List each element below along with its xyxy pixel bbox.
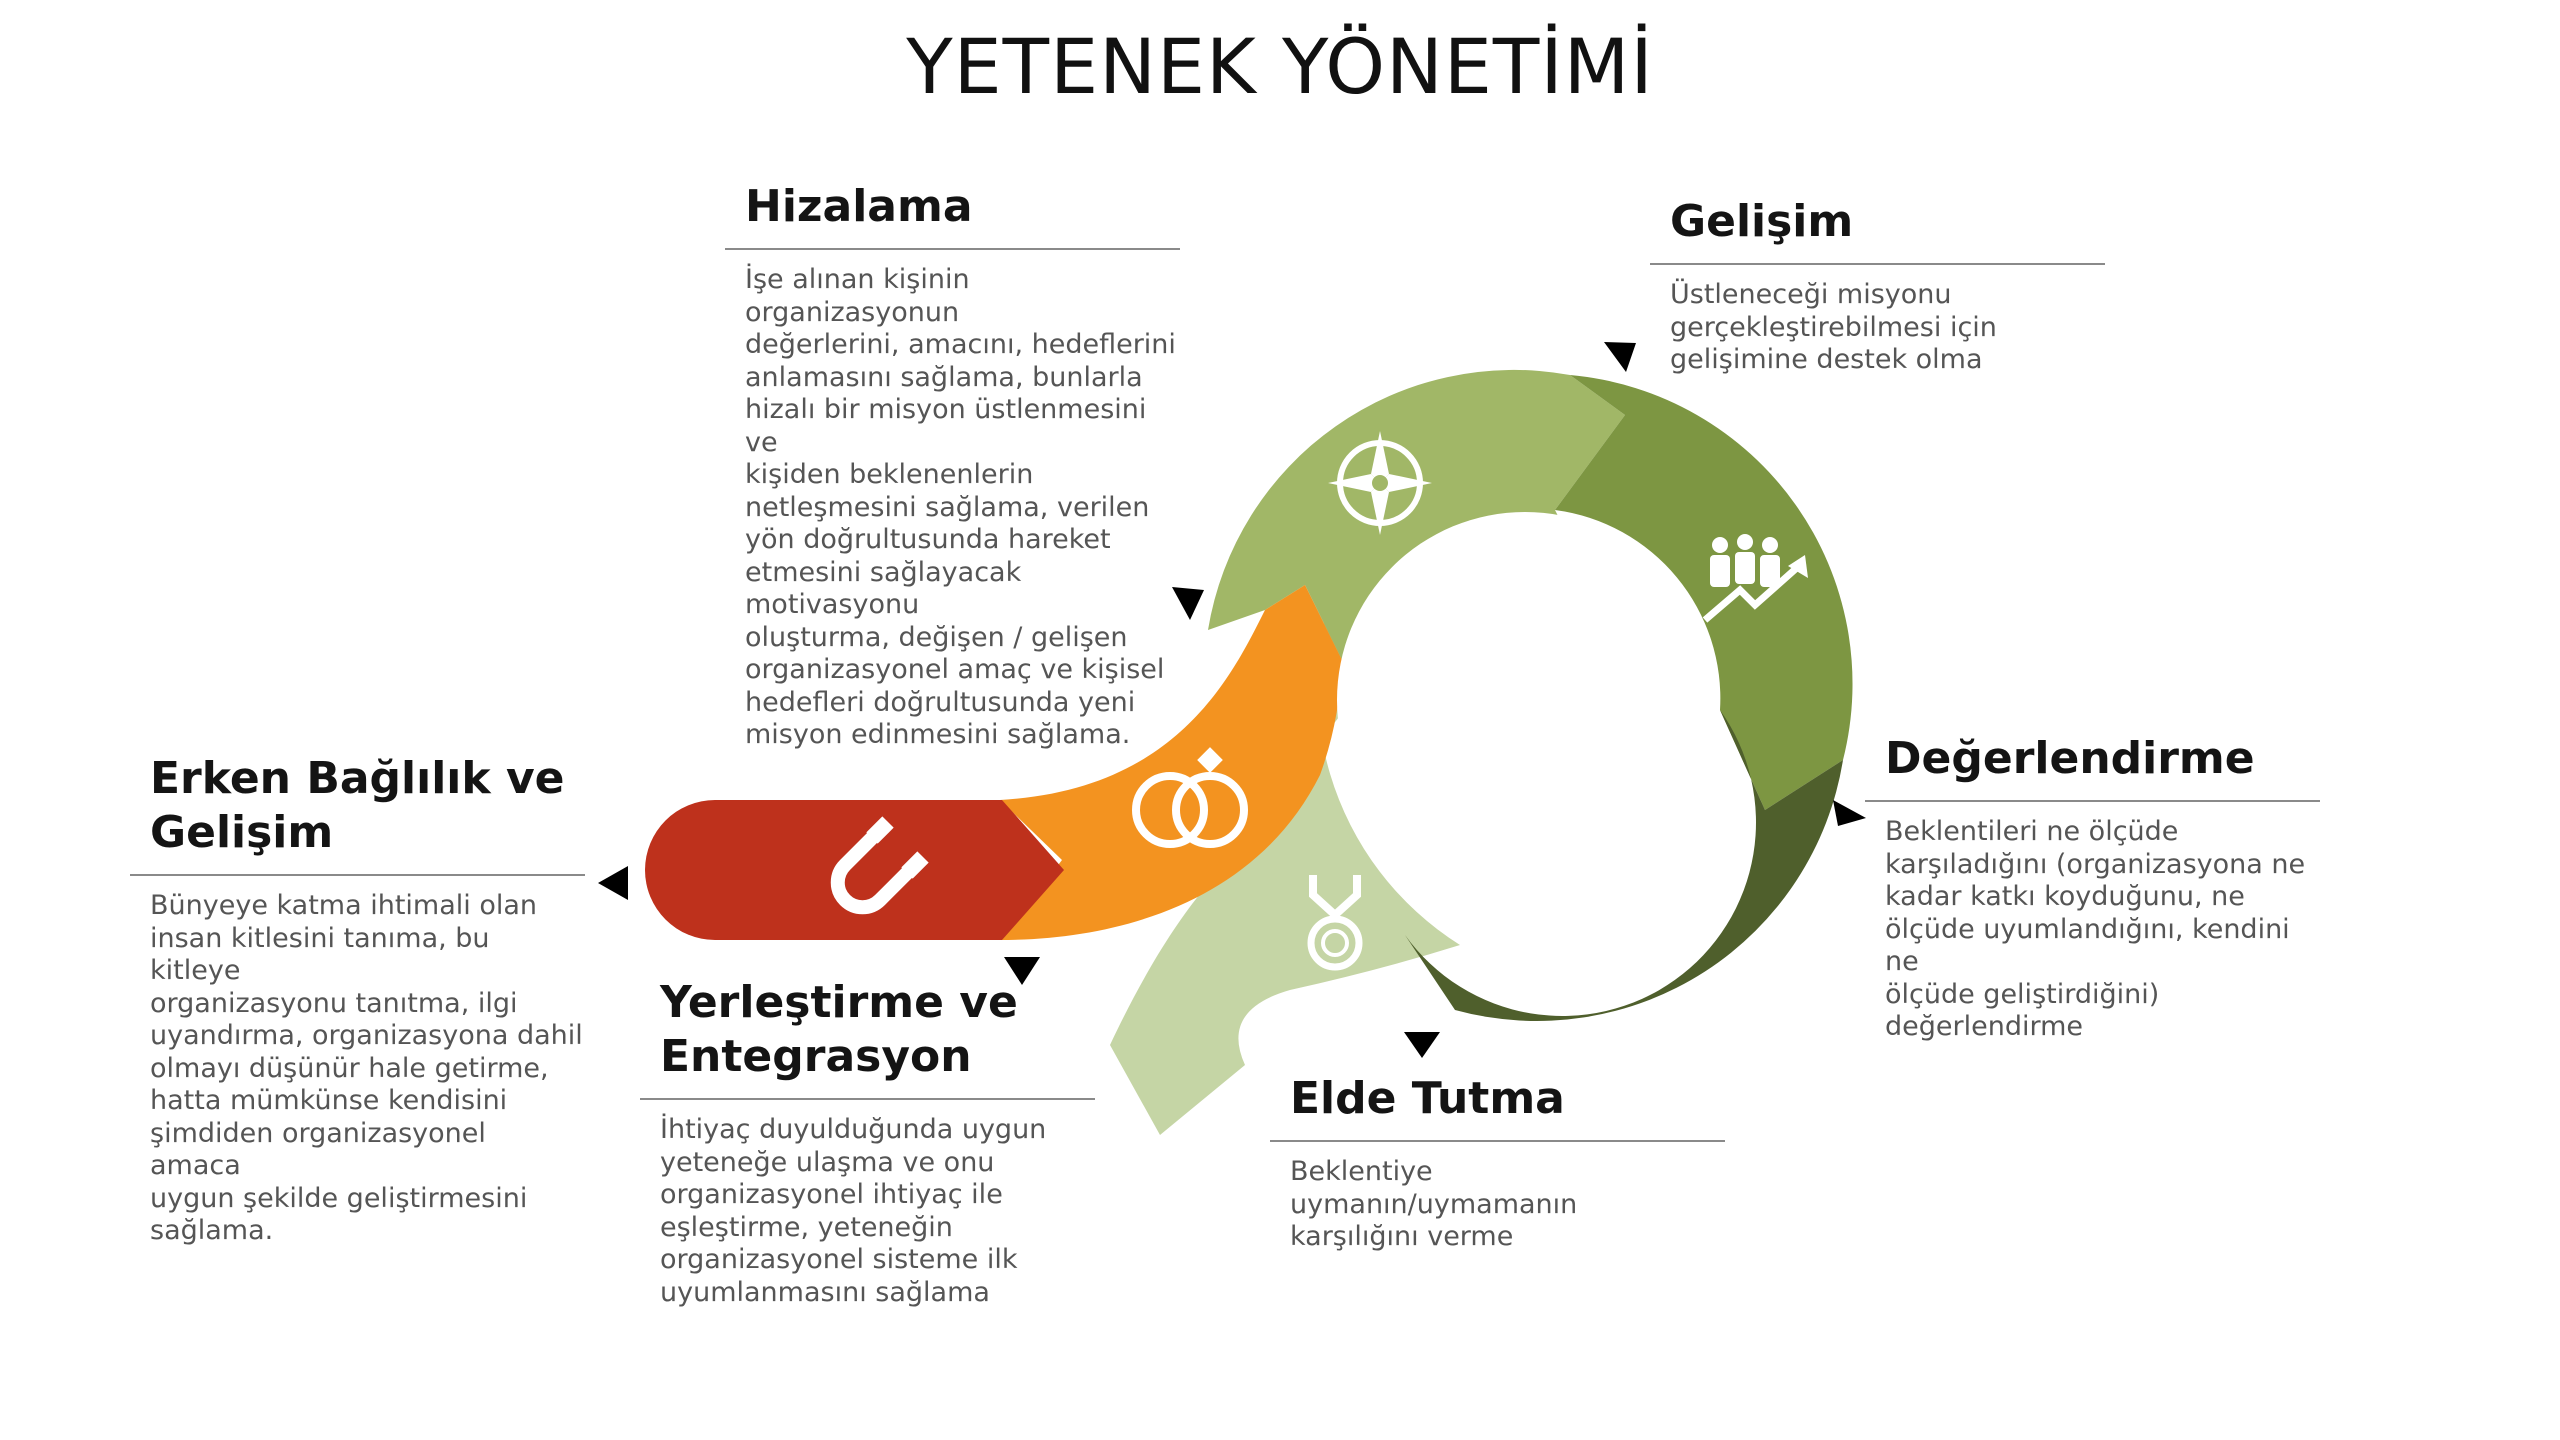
arrow-degerlendirme	[1833, 800, 1866, 826]
stage-description: Üstleneceği misyonu gerçekleştirebilmesi…	[1670, 279, 1997, 375]
stage-description: İşe alınan kişinin organizasyonun değerl…	[745, 264, 1176, 750]
arrow-yerlestirme	[1004, 957, 1040, 985]
stage-description: Bünyeye katma ihtimali olan insan kitles…	[150, 890, 583, 1246]
medal-icon	[1307, 875, 1363, 971]
stage-description: Beklentiye uymanın/uymamanın karşılığını…	[1290, 1156, 1578, 1252]
stage-heading: Erken Bağlılık ve Gelişim	[130, 752, 585, 876]
stage-yerlestirme: Yerleştirme ve Entegrasyon İhtiyaç duyul…	[640, 976, 1095, 1309]
arrow-erken	[598, 866, 628, 900]
magnet-icon	[830, 816, 929, 915]
segment-gelisim	[1555, 375, 1853, 810]
compass-icon	[1328, 431, 1432, 535]
arrow-elde	[1404, 1032, 1440, 1058]
cycle-center	[1337, 512, 1713, 888]
segment-yerlestirme	[1000, 585, 1342, 940]
stage-heading: Hizalama	[725, 180, 1180, 250]
growth-team-icon	[1702, 534, 1808, 623]
stage-description: Beklentileri ne ölçüde karşıladığını (or…	[1885, 816, 2306, 1042]
arrow-hizalama	[1172, 587, 1204, 620]
stage-description: İhtiyaç duyulduğunda uygun yeteneğe ulaş…	[660, 1114, 1047, 1308]
stage-gelisim: Gelişim Üstleneceği misyonu gerçekleştir…	[1650, 195, 2105, 377]
segment-erken-baglilik	[645, 800, 1064, 940]
stage-heading: Yerleştirme ve Entegrasyon	[640, 976, 1095, 1100]
stage-erken: Erken Bağlılık ve Gelişim Bünyeye katma …	[130, 752, 585, 1248]
page-title: YETENEK YÖNETİMİ	[906, 22, 1654, 111]
stage-heading: Gelişim	[1650, 195, 2105, 265]
arrow-gelisim	[1604, 342, 1636, 372]
stage-heading: Değerlendirme	[1865, 732, 2320, 802]
stage-hizalama: Hizalama İşe alınan kişinin organizasyon…	[725, 180, 1180, 752]
stage-elde: Elde Tutma Beklentiye uymanın/uymamanın …	[1270, 1072, 1725, 1254]
stage-degerlendirme: Değerlendirme Beklentileri ne ölçüde kar…	[1865, 732, 2320, 1044]
checklist-icon	[1624, 854, 1702, 956]
segment-degerlendirme	[1405, 710, 1843, 1022]
rings-icon	[1132, 747, 1248, 848]
segment-elde-tutma	[1110, 560, 1460, 1135]
stage-heading: Elde Tutma	[1270, 1072, 1725, 1142]
segment-hizalama	[1208, 369, 1625, 660]
